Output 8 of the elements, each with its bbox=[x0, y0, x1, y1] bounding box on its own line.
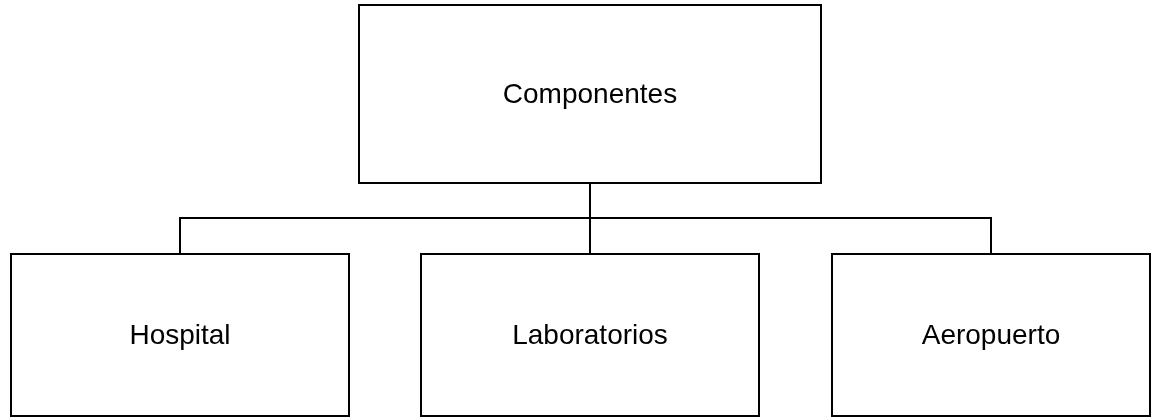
org-box bbox=[10, 253, 350, 417]
org-box bbox=[420, 253, 760, 417]
box-label: Hospital bbox=[129, 319, 231, 351]
org-box bbox=[831, 253, 1151, 417]
box-label: Componentes bbox=[502, 78, 678, 110]
box-label: Aeropuerto bbox=[921, 319, 1061, 351]
box-label: Laboratorios bbox=[512, 319, 668, 351]
org-box bbox=[358, 4, 822, 184]
